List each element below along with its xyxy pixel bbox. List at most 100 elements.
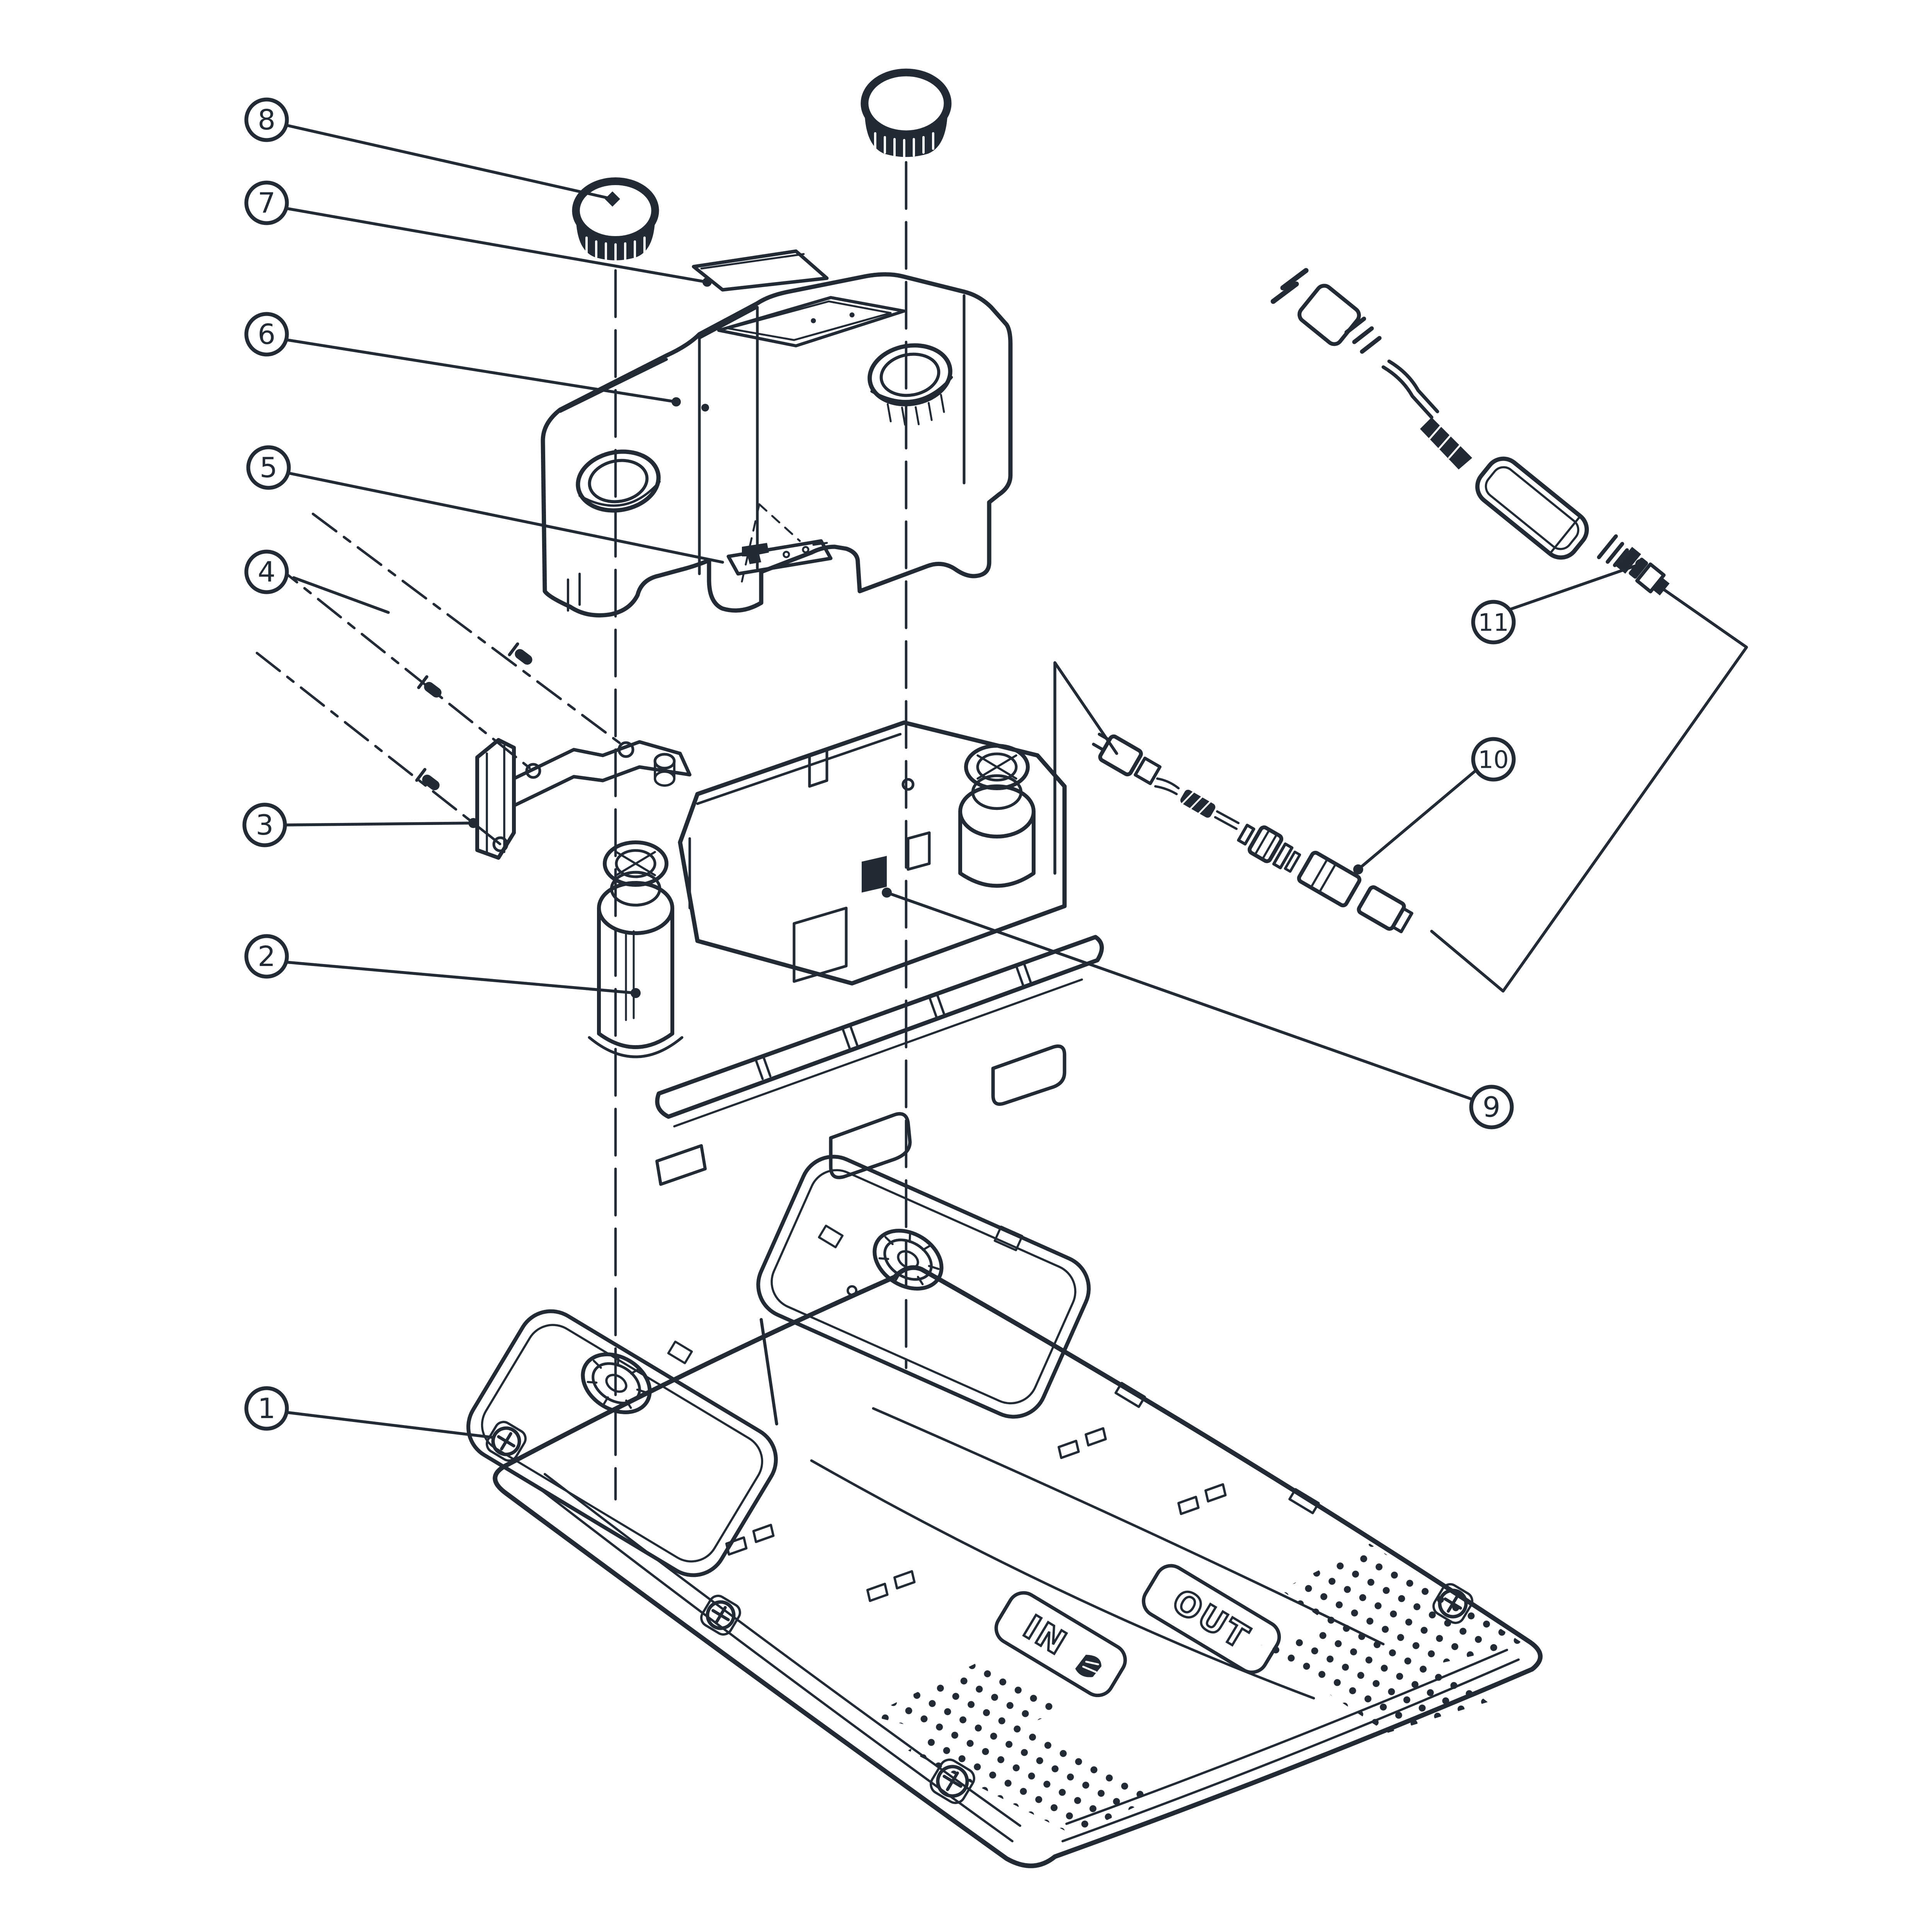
barrel-ring (1616, 547, 1641, 574)
adapter-neck (1597, 534, 1629, 567)
screw-head (706, 1600, 736, 1630)
base-edge-thickness (532, 1473, 1520, 1842)
washer-ring (1284, 850, 1301, 873)
vent-holes-right (1258, 1544, 1524, 1733)
pocket-pin-hole (846, 1285, 857, 1296)
callout-2: 2 (244, 934, 289, 979)
top-cover (541, 272, 1013, 617)
leader-7-marker (702, 277, 712, 287)
washer-ring (1272, 842, 1294, 869)
knob-top-face (861, 68, 952, 138)
assembly-axis (255, 512, 628, 846)
post-cap-inner (615, 849, 656, 878)
callout-number: 4 (258, 556, 276, 588)
screw-cross (942, 1771, 963, 1791)
pocket-detail-slot (993, 1225, 1024, 1252)
callout-number: 5 (260, 452, 277, 484)
knob-knurl (585, 236, 646, 262)
callout-circle (1469, 1085, 1514, 1129)
post-collar (597, 881, 674, 935)
slot (667, 1340, 693, 1364)
callout-number: 6 (258, 318, 276, 351)
screw-head (508, 642, 519, 656)
ring (1237, 823, 1255, 846)
screw-head (415, 768, 427, 782)
chassis-slot-b (906, 831, 931, 871)
pcb-board (726, 539, 833, 576)
callout-3: 3 (242, 803, 287, 847)
adapter-end-line (1549, 515, 1582, 555)
lobe-inner (481, 1324, 764, 1563)
pcb-component (742, 543, 769, 564)
connection-path-line (1430, 588, 1748, 993)
boss-rim (581, 1352, 652, 1414)
phillips-screw-icon (930, 1759, 975, 1804)
pocket-left-lobe (466, 1309, 778, 1577)
shrink-ribs (1181, 791, 1211, 815)
neck-rings (1597, 534, 1629, 567)
callout-circle (244, 549, 289, 594)
mid-chassis (588, 720, 1104, 1186)
screw-head (491, 1426, 521, 1456)
base-plate: IN OUT (466, 1155, 1543, 1868)
connector-shell (1098, 734, 1143, 777)
screw-set (255, 512, 628, 846)
cover-foot-lines (567, 573, 581, 612)
bracket-pivot (653, 753, 676, 770)
screw-icon (508, 642, 532, 665)
right-knob-opening (867, 343, 953, 426)
slot (1288, 1488, 1320, 1514)
screw-boss (700, 1595, 741, 1636)
cable-ring (1237, 823, 1255, 846)
leader-3 (284, 821, 475, 827)
pocket-detail-slot (667, 1340, 693, 1364)
leader-10-marker (1353, 864, 1364, 874)
pocket-detail-slot (818, 1225, 844, 1248)
callout-circle (244, 1386, 289, 1431)
leader-11 (1500, 563, 1642, 614)
left-post (588, 840, 684, 1058)
post-base (588, 1036, 684, 1058)
block (1134, 757, 1162, 785)
leader-lines (284, 124, 1645, 1439)
bracket-screw-hole (617, 741, 634, 758)
post-body (597, 906, 674, 1049)
slot (993, 1225, 1024, 1252)
sticker-outline (692, 249, 829, 292)
bracket-pivot-base (654, 770, 675, 787)
callout-number: 9 (1483, 1091, 1500, 1124)
adapter-body (1475, 456, 1589, 560)
rail-foot (655, 1144, 707, 1186)
screw-shank (422, 774, 440, 791)
phillips-screw-icon (486, 1421, 527, 1462)
knob-top (861, 68, 952, 158)
screw-icon (417, 675, 442, 698)
out-label: OUT (1142, 1564, 1281, 1674)
cable-connector (1092, 733, 1143, 777)
callout-number: 1 (258, 1393, 276, 1425)
jack-lines (1310, 858, 1337, 894)
callout-circle (244, 97, 289, 142)
right-post (958, 744, 1036, 888)
slot (1114, 1382, 1146, 1408)
chassis-slot-a (808, 748, 828, 788)
cover-creases (559, 294, 966, 575)
phillips-screw-icon (700, 1595, 741, 1636)
plug-shell (1298, 284, 1361, 346)
callout-number: 7 (258, 187, 276, 219)
cable-wire2 (1214, 810, 1240, 830)
lobe-outline (756, 1155, 1091, 1419)
callout-4: 4 (244, 549, 289, 594)
adapter-cord (1381, 359, 1439, 419)
chassis-frame-lines (688, 733, 902, 910)
callout-number: 11 (1478, 609, 1509, 637)
opening-collar (870, 376, 953, 403)
connector-pins (1092, 733, 1111, 752)
chassis-frame (678, 720, 1067, 986)
signal-cable (1053, 661, 1413, 934)
leader-10 (1357, 765, 1481, 871)
heat-shrink (1180, 789, 1216, 818)
mounting-pocket (466, 1155, 1091, 1577)
